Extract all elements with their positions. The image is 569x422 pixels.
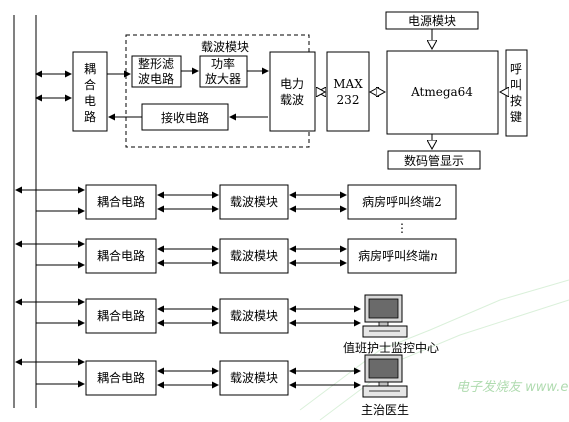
carrier-box: [219, 238, 289, 274]
row-4: 耦合电路 载波模块 主治医生: [15, 354, 409, 417]
call-key-char-2: 叫: [510, 78, 522, 92]
watermark-text: 电子发烧友 www.elecfans.com: [456, 380, 569, 395]
shaping-filter-box: [131, 55, 182, 88]
top-coupling-char-4: 路: [84, 109, 96, 124]
carrier-box: [219, 184, 289, 220]
power-carrier-line2: 载波: [280, 93, 304, 107]
call-key-char-4: 键: [510, 110, 522, 124]
power-amp-box: [199, 55, 248, 88]
row-1: 耦合电路 载波模块 病房呼叫终端2: [15, 184, 457, 220]
atmega64-box: [386, 50, 499, 135]
coupling-box: [85, 238, 157, 274]
display-box: [387, 150, 481, 170]
coupling-label: 耦合电路: [97, 248, 145, 263]
max232-box: [326, 51, 370, 132]
call-key-char-3: 按: [510, 94, 522, 108]
call-key-char-1: 呼: [510, 62, 522, 76]
terminal-label: 病房呼叫终端n: [358, 248, 438, 263]
coupling-box: [85, 298, 157, 334]
row-3: 耦合电路 载波模块 值班护士监控中心: [15, 294, 439, 355]
receive-circuit-label: 接收电路: [161, 110, 209, 125]
power-module-label: 电源模块: [408, 14, 456, 28]
terminal-label: 主治医生: [361, 403, 409, 417]
carrier-module-title: 载波模块: [201, 40, 249, 54]
atmega64-label: Atmega64: [410, 85, 473, 99]
carrier-box: [219, 298, 289, 334]
computer-icon: [362, 354, 408, 398]
coupling-label: 耦合电路: [97, 308, 145, 323]
power-amp-line1: 功率: [211, 56, 235, 71]
power-carrier-line1: 电力: [280, 77, 304, 91]
receive-circuit-box: [141, 103, 229, 131]
computer-icon: [362, 294, 408, 338]
shaping-filter-line2: 波电路: [138, 71, 174, 86]
top-coupling-char-2: 合: [84, 77, 96, 92]
coupling-label: 耦合电路: [97, 194, 145, 209]
top-coupling-box: [72, 51, 108, 132]
terminal-box: [347, 184, 457, 220]
top-coupling-char-1: 耦: [84, 62, 96, 76]
row-2: 耦合电路 载波模块 病房呼叫终端n: [15, 238, 457, 274]
carrier-label: 载波模块: [230, 195, 278, 209]
terminal-label: 病房呼叫终端2: [362, 194, 442, 209]
power-amp-line2: 放大器: [205, 71, 241, 86]
coupling-box: [85, 360, 157, 396]
top-coupling-char-3: 电: [84, 94, 96, 108]
display-label: 数码管显示: [404, 153, 464, 168]
max232-line2: 232: [337, 93, 360, 107]
max232-line1: MAX: [333, 77, 363, 91]
terminal-label: 值班护士监控中心: [343, 340, 439, 355]
terminal-box: [347, 238, 457, 274]
carrier-label: 载波模块: [230, 249, 278, 263]
carrier-label: 载波模块: [230, 371, 278, 385]
carrier-box: [219, 360, 289, 396]
coupling-label: 耦合电路: [97, 370, 145, 385]
coupling-box: [85, 184, 157, 220]
shaping-filter-line1: 整形滤: [138, 56, 174, 71]
ellipsis: ⋮: [396, 221, 408, 235]
power-carrier-box: [269, 51, 316, 132]
carrier-label: 载波模块: [230, 309, 278, 323]
